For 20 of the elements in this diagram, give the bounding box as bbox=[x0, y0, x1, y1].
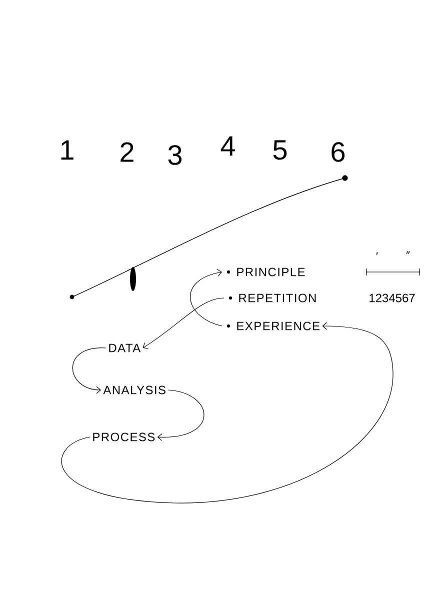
step-label: ANALYSIS bbox=[103, 386, 166, 394]
number-label: 1 bbox=[61, 140, 74, 160]
curved-arrow bbox=[142, 298, 224, 349]
number-label: 4 bbox=[220, 136, 235, 156]
curved-arrow bbox=[190, 269, 222, 326]
list-item: PRINCIPLE bbox=[237, 268, 305, 276]
number-label: 5 bbox=[273, 140, 287, 160]
number-label: 2 bbox=[120, 142, 134, 162]
prime-mark: ″ bbox=[406, 251, 410, 254]
curved-arrow bbox=[72, 348, 106, 394]
prime-mark: ′ bbox=[376, 252, 378, 255]
number-label: 6 bbox=[332, 142, 345, 162]
step-label: DATA bbox=[109, 344, 141, 352]
curved-arrow bbox=[157, 390, 204, 441]
digit-sequence: 1234567 bbox=[370, 294, 415, 302]
curved-arrow bbox=[62, 322, 394, 504]
list-item: REPETITION bbox=[239, 294, 316, 302]
step-label: PROCESS bbox=[93, 432, 155, 442]
list-item: EXPERIENCE bbox=[237, 322, 320, 330]
number-label: 3 bbox=[168, 145, 182, 165]
